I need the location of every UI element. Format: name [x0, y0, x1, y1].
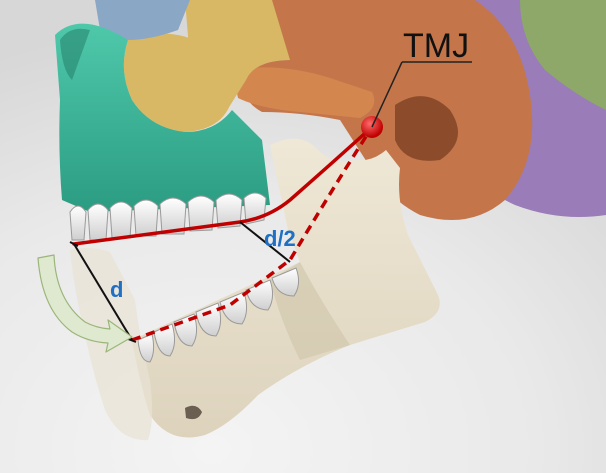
upper-tooth	[88, 204, 108, 240]
tmj-label: TMJ	[403, 27, 469, 65]
upper-tooth	[110, 202, 132, 238]
upper-tooth	[134, 200, 158, 236]
upper-tooth	[70, 206, 86, 240]
distance-label-half: d/2	[264, 226, 296, 251]
distance-label-d: d	[110, 277, 123, 302]
